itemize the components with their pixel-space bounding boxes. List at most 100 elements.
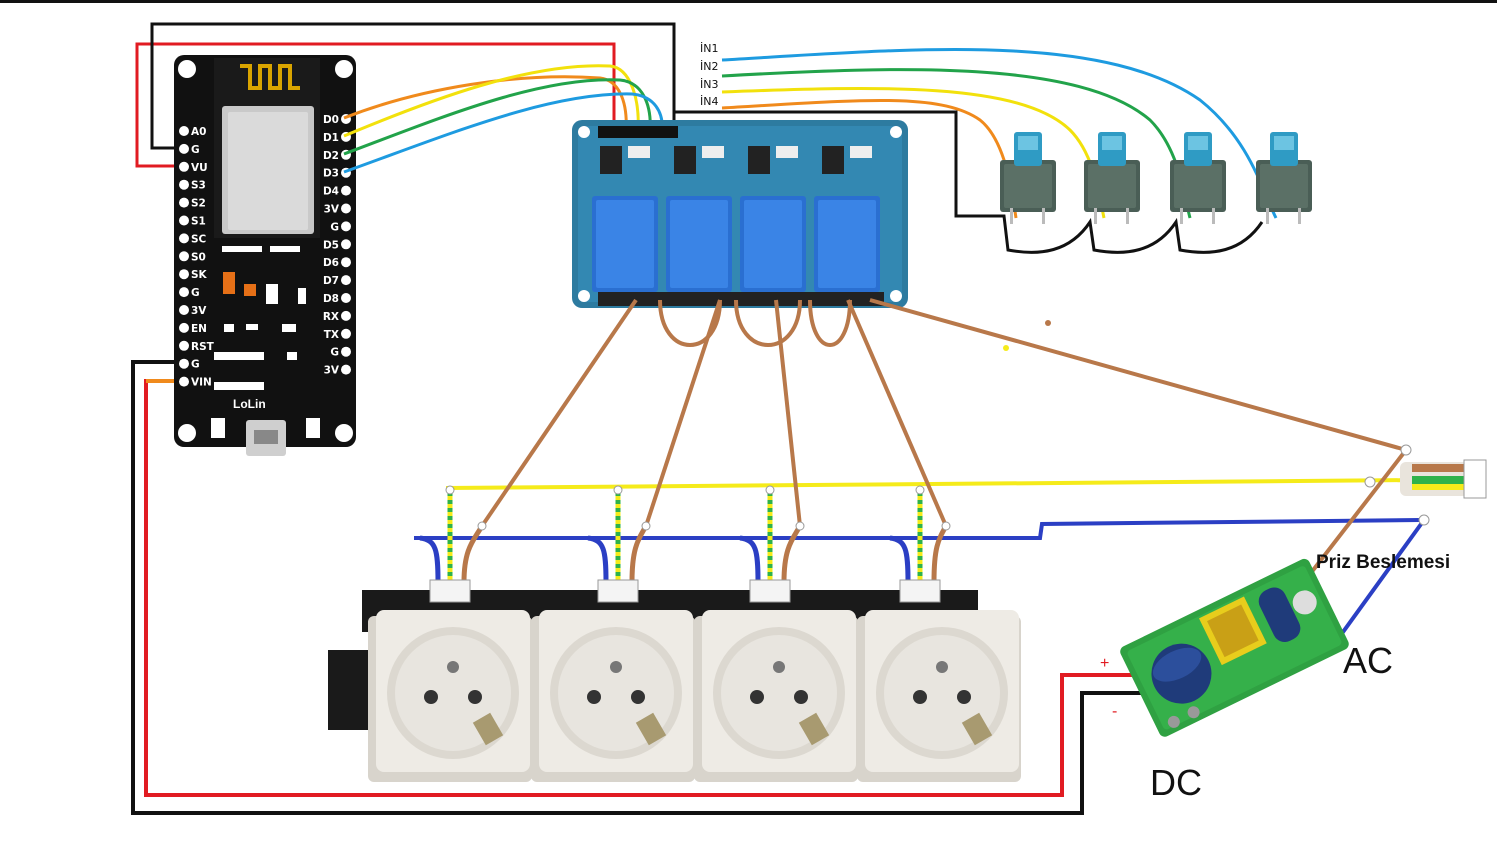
right-pin-label: RX xyxy=(323,311,339,323)
plus-label: + xyxy=(1100,655,1109,672)
left-pin-label: G xyxy=(191,359,200,371)
jumper xyxy=(674,146,696,174)
right-pin-label: 3V xyxy=(324,365,340,377)
relay-input-labels: İN1 İN2 İN3 İN4 xyxy=(700,42,718,108)
left-pin-hole xyxy=(179,143,189,154)
left-pin-hole xyxy=(179,233,189,244)
left-pin-hole xyxy=(179,215,189,226)
in3-label: İN3 xyxy=(700,78,718,91)
push-buttons xyxy=(1000,132,1312,224)
priz-label: Priz Beslemesi xyxy=(1316,552,1450,573)
left-pin-hole xyxy=(179,269,189,280)
in4-label: İN4 xyxy=(700,95,718,108)
left-pin-hole xyxy=(179,126,189,136)
wall-socket xyxy=(857,610,1021,782)
left-pin-hole xyxy=(179,322,189,333)
left-pin-label: G xyxy=(191,287,200,299)
right-pin-hole xyxy=(341,346,351,357)
board-brand: LoLin xyxy=(233,397,266,411)
socket-lead-bundle xyxy=(889,485,951,603)
left-pin-label: A0 xyxy=(191,126,206,138)
left-pin-label: G xyxy=(191,144,200,156)
socket-pin-hole xyxy=(631,690,645,704)
ac-wiring xyxy=(414,298,1487,652)
left-pin-hole xyxy=(179,161,189,172)
top-border xyxy=(0,0,1497,3)
right-pin-hole xyxy=(341,275,351,286)
right-pin-hole xyxy=(341,203,351,214)
ac-label: AC xyxy=(1343,640,1393,681)
right-pin-label: D4 xyxy=(323,186,339,198)
right-pin-hole xyxy=(341,257,351,268)
right-pin-hole xyxy=(341,310,351,321)
socket-pin-hole xyxy=(794,690,808,704)
socket-strip xyxy=(328,485,1021,782)
left-pin-label: EN xyxy=(191,323,207,335)
relay-module xyxy=(572,120,908,308)
left-pin-hole xyxy=(179,251,189,262)
left-pin-label: S2 xyxy=(191,198,206,210)
right-pin-label: 3V xyxy=(324,204,340,216)
socket-pin-hole xyxy=(468,690,482,704)
left-pin-label: VU xyxy=(191,162,208,174)
socket-pin-hole xyxy=(750,690,764,704)
wall-socket xyxy=(368,610,532,782)
in1-label: İN1 xyxy=(700,42,718,55)
left-pin-label: SC xyxy=(191,233,207,245)
wall-socket xyxy=(694,610,858,782)
left-pin-hole xyxy=(179,358,189,369)
acdc-converter xyxy=(1120,558,1349,737)
right-pin-label: TX xyxy=(324,329,339,341)
left-pin-hole xyxy=(179,179,189,190)
right-pin-hole xyxy=(341,328,351,339)
left-pin-label: SK xyxy=(191,269,208,281)
push-button xyxy=(1256,132,1312,224)
push-button xyxy=(1084,132,1140,224)
left-pin-hole xyxy=(179,376,189,387)
socket-pin-hole xyxy=(957,690,971,704)
socket-pin-hole xyxy=(424,690,438,704)
minus-label: - xyxy=(1112,703,1117,720)
in2-label: İN2 xyxy=(700,60,718,73)
left-pin-label: S0 xyxy=(191,251,206,263)
jumper xyxy=(600,146,622,174)
right-pin-hole xyxy=(341,239,351,250)
right-pin-label: D1 xyxy=(323,132,339,144)
socket-pin-hole xyxy=(587,690,601,704)
right-pin-label: D6 xyxy=(323,257,339,269)
right-pin-hole xyxy=(341,221,351,232)
left-pin-hole xyxy=(179,197,189,208)
right-pin-label: D5 xyxy=(323,239,339,251)
left-pin-label: S1 xyxy=(191,216,206,228)
socket-pin-hole xyxy=(913,690,927,704)
rst-button xyxy=(211,418,225,438)
push-button xyxy=(1170,132,1226,224)
right-pin-label: G xyxy=(330,347,339,359)
right-pin-hole xyxy=(341,185,351,196)
left-pin-label: S3 xyxy=(191,180,206,192)
signal-wires xyxy=(343,64,664,174)
left-pin-hole xyxy=(179,305,189,315)
dc-label: DC xyxy=(1150,762,1202,803)
left-pin-label: 3V xyxy=(191,305,207,317)
right-pin-hole xyxy=(341,293,351,303)
right-pin-label: G xyxy=(330,221,339,233)
right-pin-label: D7 xyxy=(323,275,339,287)
left-pin-label: VIN xyxy=(191,377,212,389)
wall-socket xyxy=(531,610,695,782)
left-pin-label: RST xyxy=(191,341,215,353)
right-pin-hole xyxy=(341,364,351,375)
right-pin-label: D3 xyxy=(323,168,339,180)
dc-power-wires xyxy=(131,22,1158,815)
socket-lead-bundle xyxy=(419,485,487,603)
jumper xyxy=(748,146,770,174)
right-pin-label: D2 xyxy=(323,150,339,162)
jumper xyxy=(822,146,844,174)
right-pin-label: D0 xyxy=(323,114,339,126)
left-pin-hole xyxy=(179,287,189,298)
right-pin-label: D8 xyxy=(323,293,339,305)
